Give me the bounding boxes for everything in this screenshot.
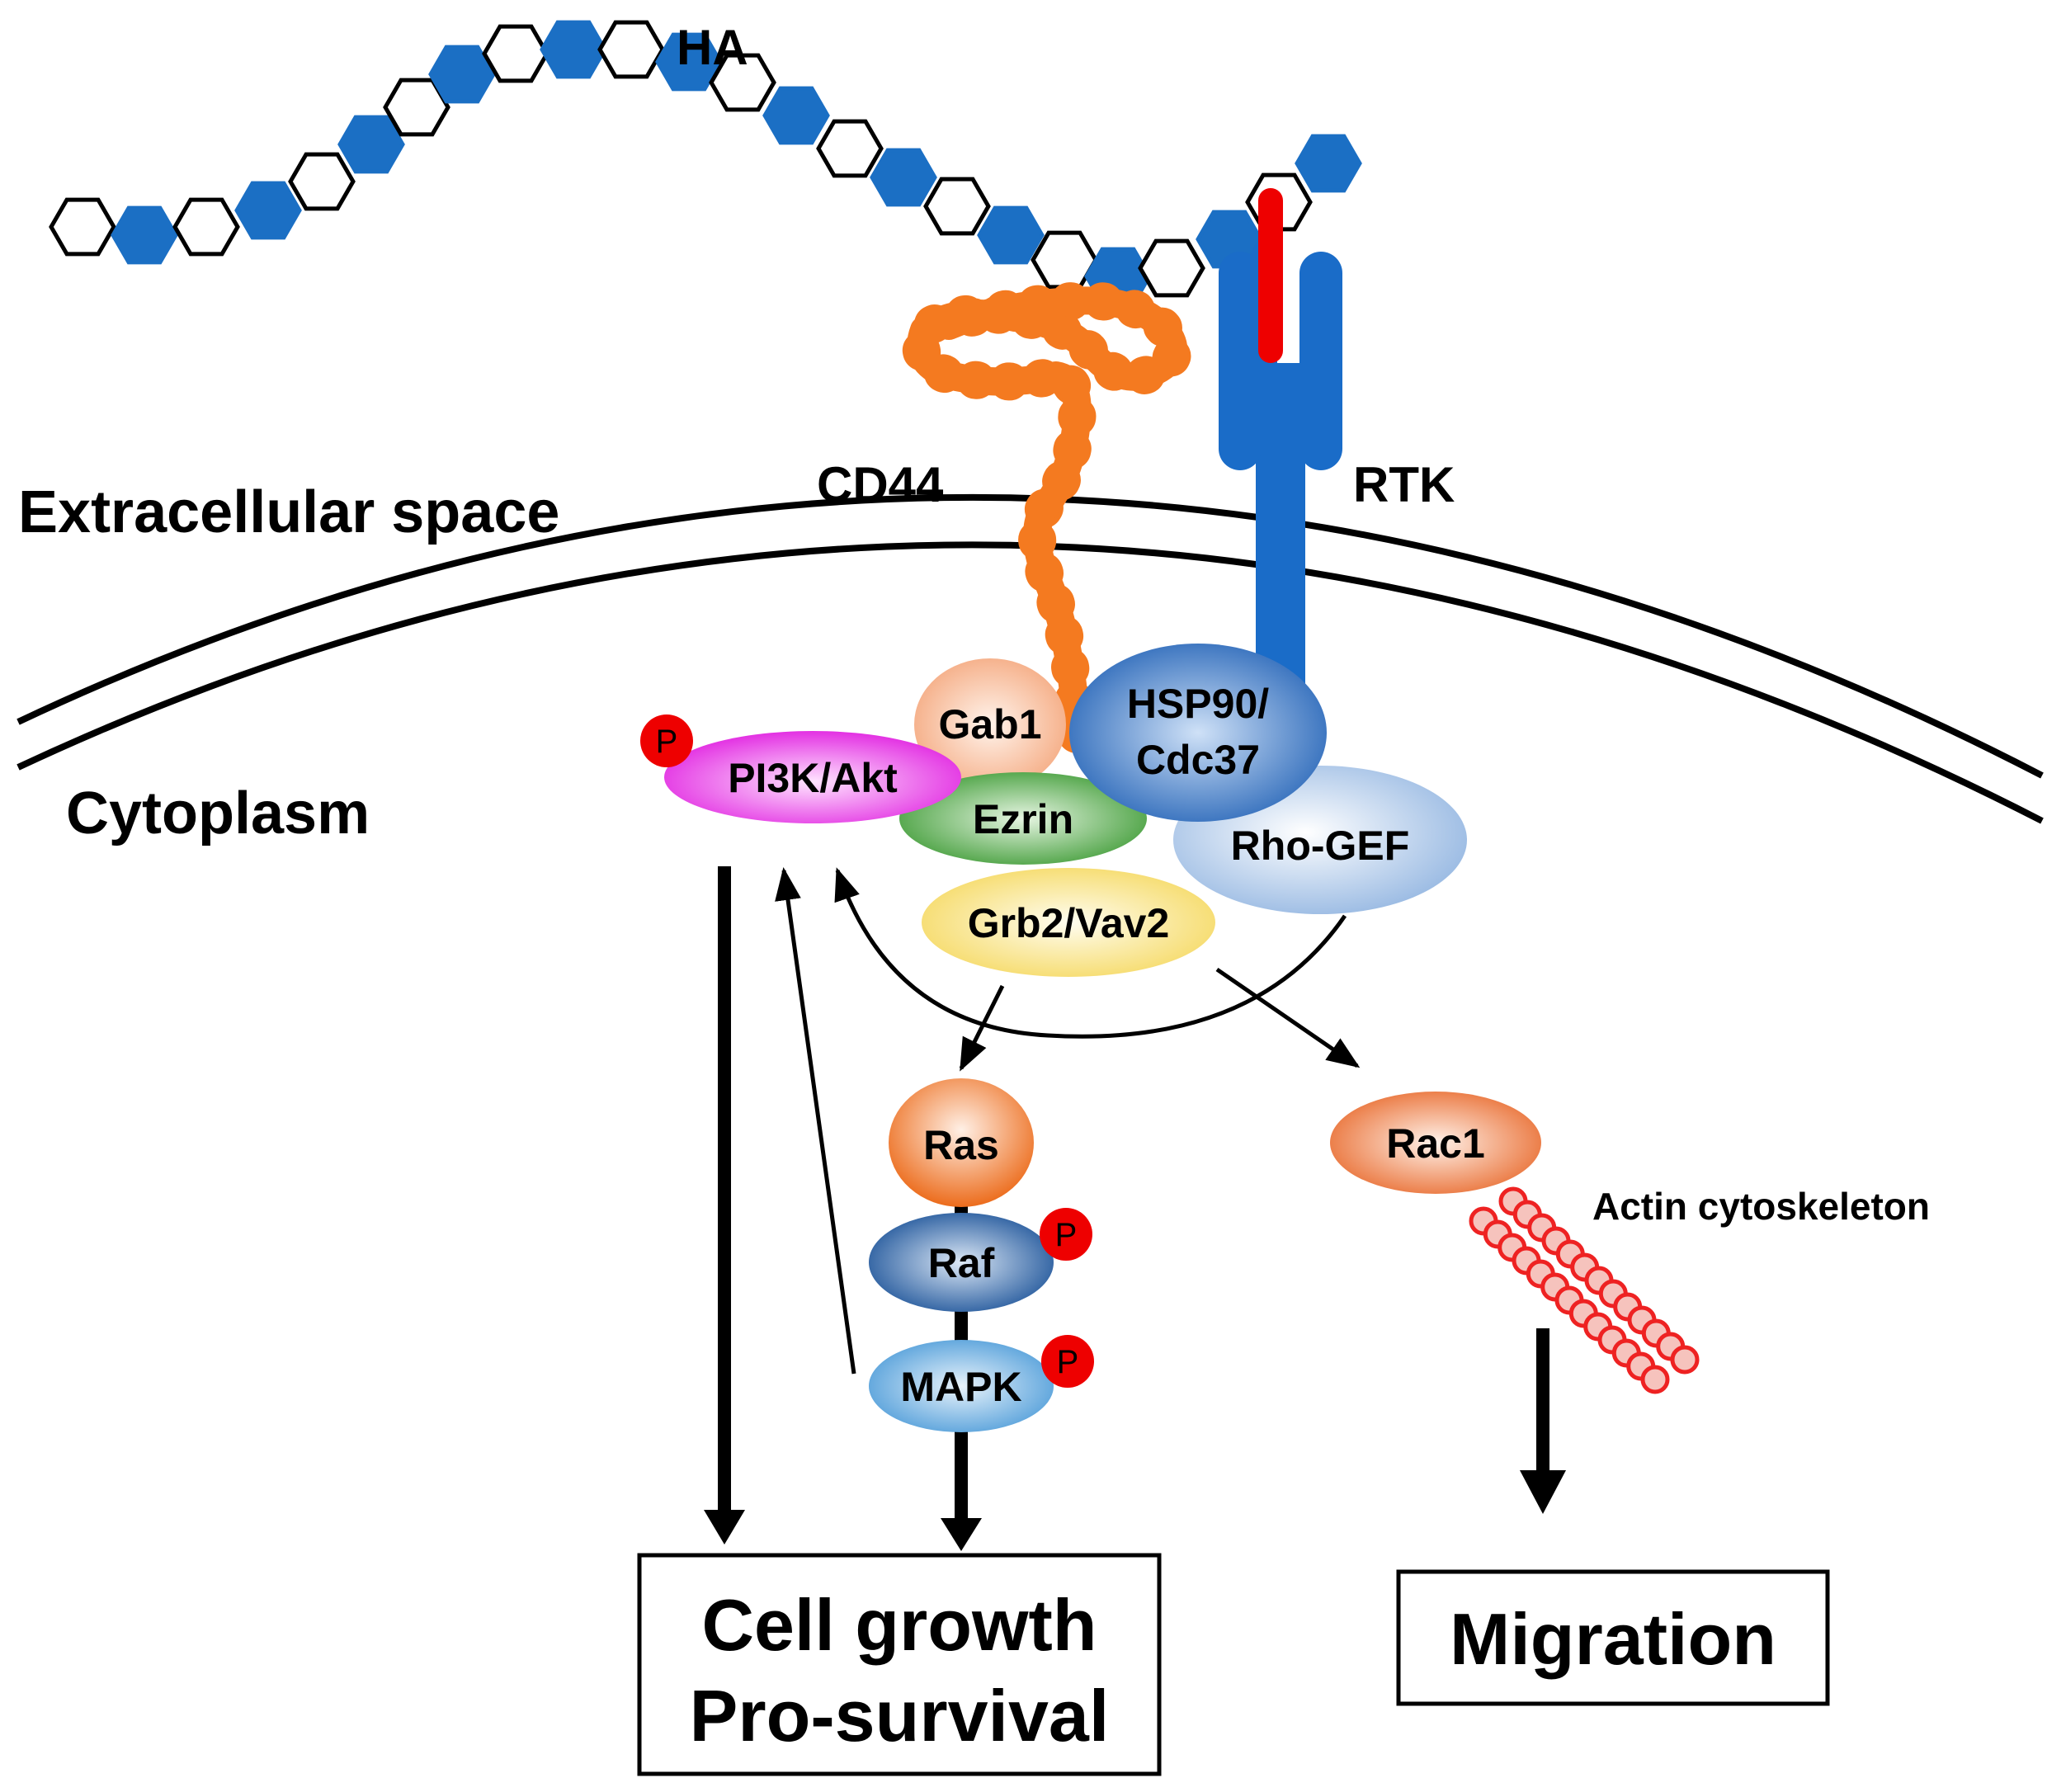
actin-bead <box>1670 1345 1700 1375</box>
ha-disaccharide-filled <box>540 20 607 79</box>
outcome-migration-box: Migration <box>1396 1569 1830 1706</box>
node-hsp90-label-line2: Cdc37 <box>1136 737 1260 783</box>
ha-disaccharide-open <box>49 197 116 257</box>
ha-disaccharide-open <box>288 152 356 211</box>
grb2-to-ras-arrow <box>959 984 1005 1072</box>
ha-disaccharide-filled <box>655 32 723 92</box>
node-ras-label: Ras <box>923 1122 999 1168</box>
node-mapk: MAPK <box>869 1340 1054 1432</box>
actin-to-migration-arrowhead <box>1520 1470 1566 1514</box>
node-grb2: Grb2/Vav2 <box>922 868 1215 977</box>
node-gab1: Gab1 <box>914 658 1066 790</box>
ha-disaccharide-open <box>923 177 991 236</box>
ha-disaccharide-open <box>1138 238 1205 298</box>
outcome-migration-label: Migration <box>1450 1598 1776 1680</box>
node-rac1-label: Rac1 <box>1386 1120 1485 1167</box>
node-pi3k: PI3K/Akt <box>664 731 961 823</box>
ha-disaccharide-filled <box>428 45 496 104</box>
phospho-badge-pi3k: P <box>640 714 693 767</box>
node-hsp90: HSP90/ Cdc37 <box>1069 644 1327 822</box>
node-ras: Ras <box>889 1078 1034 1207</box>
node-raf: Raf <box>869 1213 1054 1312</box>
node-raf-label: Raf <box>928 1240 995 1286</box>
grb2-to-rac1-arrow <box>1215 967 1361 1068</box>
ha-disaccharide-open <box>172 197 240 257</box>
node-mapk-label: MAPK <box>900 1364 1021 1410</box>
label-actin: Actin cytoskeleton <box>1592 1185 1930 1228</box>
rtk-ligand <box>1258 188 1283 363</box>
node-hsp90-label-line1: HSP90/ <box>1127 681 1269 727</box>
actin-bead <box>1640 1365 1670 1394</box>
node-rac1: Rac1 <box>1330 1092 1541 1194</box>
label-ha: HA <box>677 20 748 75</box>
ha-disaccharide-filled <box>977 205 1045 265</box>
rhogef-to-pi3k-arrow <box>834 867 1347 1039</box>
cd44-receptor <box>902 281 1193 753</box>
mapk-to-pi3k-arrow <box>775 867 856 1375</box>
ha-disaccharide-filled <box>337 115 405 174</box>
phospho-badge-mapk: P <box>1041 1335 1094 1388</box>
node-ezrin-label: Ezrin <box>973 796 1073 842</box>
node-gab1-label: Gab1 <box>938 701 1041 747</box>
node-rhogef-label: Rho-GEF <box>1231 823 1410 869</box>
hyaluronan-chain <box>49 20 1362 306</box>
actin-filament <box>1469 1186 1700 1394</box>
ha-disaccharide-open <box>709 53 776 112</box>
outcome-growth-line2: Pro-survival <box>690 1675 1110 1757</box>
label-cytoplasm: Cytoplasm <box>66 780 370 846</box>
ha-disaccharide-open <box>816 119 884 178</box>
label-extracellular: Extracellular space <box>18 479 559 545</box>
ha-disaccharide-open <box>482 24 549 83</box>
ha-disaccharide-filled <box>762 86 830 145</box>
ha-disaccharide-filled <box>234 181 302 240</box>
node-pi3k-label: PI3K/Akt <box>728 755 898 801</box>
svg-text:P: P <box>1057 1344 1079 1380</box>
label-rtk: RTK <box>1353 457 1455 512</box>
mapk-to-growth-arrowhead <box>941 1518 982 1551</box>
svg-text:P: P <box>1055 1217 1078 1253</box>
node-ezrin: Ezrin <box>899 772 1147 865</box>
ha-disaccharide-filled <box>870 148 937 207</box>
svg-text:P: P <box>656 724 678 760</box>
label-cd44: CD44 <box>817 457 944 512</box>
outcome-growth-box: Cell growth Pro-survival <box>637 1553 1162 1776</box>
pi3k-to-growth-arrowhead <box>704 1510 745 1544</box>
node-grb2-label: Grb2/Vav2 <box>968 900 1170 946</box>
outcome-growth-line1: Cell growth <box>701 1584 1097 1666</box>
ha-disaccharide-filled <box>1295 134 1362 193</box>
ha-disaccharide-filled <box>111 205 178 265</box>
ha-disaccharide-open <box>597 20 665 79</box>
phospho-badge-raf: P <box>1040 1208 1092 1261</box>
